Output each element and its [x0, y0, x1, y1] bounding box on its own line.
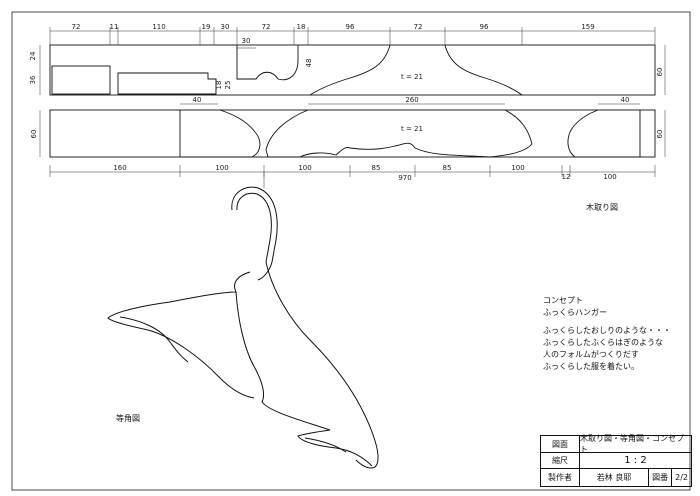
top-dim-labels: 72 11 110 19 30 72 18 96 72 96 159 30 18…	[29, 23, 664, 89]
sheet-border	[11, 11, 691, 491]
concept-section: コンセプト ふっくらハンガー ふっくらしたおしりのような・・・ ふっくらしたふく…	[543, 295, 671, 373]
dim-side-left: 60	[30, 130, 38, 139]
dim-side-bottom-4: 85	[372, 164, 381, 172]
side-middle-piece	[265, 109, 533, 158]
dim-left-1: 24	[29, 51, 37, 60]
dim-left-2: 36	[29, 75, 37, 84]
dim-top-6: 72	[262, 23, 271, 31]
top-block-3	[236, 45, 299, 81]
dim-side-bottom-8: 100	[603, 173, 616, 181]
dim-top-3: 110	[152, 23, 165, 31]
dim-top-2: 11	[110, 23, 119, 31]
side-view	[49, 109, 656, 158]
hanger-left-arm	[107, 271, 255, 399]
concept-heading: コンセプト	[543, 296, 583, 305]
hanger-hook-inner	[236, 192, 272, 263]
concept-line-2: ふっくらしたふくらはぎのような	[543, 338, 663, 347]
hanger-left-arm-inner	[119, 316, 189, 363]
sheet-label: 図番	[648, 469, 671, 486]
top-block-1	[51, 65, 111, 95]
dim-side-bottom-3: 100	[298, 164, 311, 172]
dim-side-bottom-6: 100	[511, 164, 524, 172]
drawing-label: 図面	[541, 436, 580, 452]
dim-side-bottom-2: 100	[215, 164, 228, 172]
concept-product-name: ふっくらハンガー	[543, 308, 607, 317]
top-dim-line	[39, 27, 666, 95]
hanger-hook	[231, 186, 278, 281]
hanger-body	[235, 291, 331, 431]
dim-mid-top: 48	[305, 59, 313, 68]
drawing-value: 木取り図・等角図・コンセプト	[580, 434, 684, 454]
top-curve-right	[444, 44, 523, 96]
dim-top-9: 72	[414, 23, 423, 31]
author-label: 製作者	[541, 469, 580, 486]
side-left-piece	[179, 109, 261, 158]
hanger-isometric	[107, 186, 379, 469]
dim-top-10: 96	[480, 23, 489, 31]
title-row-scale: 縮尺 1 : 2	[541, 452, 691, 469]
sheet-value: 2/2	[671, 469, 691, 486]
side-thickness: t = 21	[401, 125, 423, 133]
concept-line-3: 人のフォルムがつくりだす	[543, 350, 639, 359]
dim-right-top: 60	[656, 68, 664, 77]
dim-inner-2: 18	[215, 81, 223, 90]
hanger-body-right	[265, 261, 379, 469]
cut-diagram-label: 木取り図	[586, 203, 618, 212]
side-dim-lines	[39, 103, 666, 188]
title-row-drawing: 図面 木取り図・等角図・コンセプト	[541, 434, 691, 454]
top-thickness: t = 21	[401, 73, 423, 81]
dim-side-top-1: 40	[193, 96, 202, 104]
scale-label: 縮尺	[541, 452, 580, 468]
concept-line-4: ふっくらした服を着たい。	[543, 362, 639, 371]
scale-value: 1 : 2	[624, 454, 647, 466]
dim-side-bottom-1: 160	[113, 164, 126, 172]
hanger-right-foot-inner	[304, 437, 347, 453]
top-curve-left	[309, 44, 391, 96]
hanger-right-foot	[297, 429, 373, 467]
dim-top-11: 159	[581, 23, 594, 31]
author-value: 若林 良耶	[596, 473, 632, 482]
dim-top-4: 19	[202, 23, 211, 31]
dim-side-top-3: 40	[621, 96, 630, 104]
dim-side-bottom-7: 12	[562, 173, 571, 181]
top-view	[49, 44, 656, 96]
top-board-outline	[49, 44, 656, 96]
side-board-outline	[49, 109, 656, 158]
concept-line-1: ふっくらしたおしりのような・・・	[543, 326, 671, 335]
title-row-author: 製作者 若林 良耶 図番 2/2	[541, 469, 691, 486]
dim-inner-1: 30	[242, 37, 251, 45]
dim-top-8: 96	[346, 23, 355, 31]
side-right-piece	[567, 109, 641, 158]
dim-side-bottom-5: 85	[443, 164, 452, 172]
dim-top-7: 18	[297, 23, 306, 31]
iso-view-label: 等角図	[116, 414, 140, 423]
dim-top-5: 30	[221, 23, 230, 31]
dim-inner-3: 25	[224, 81, 232, 90]
dim-side-right: 60	[656, 130, 664, 139]
side-dim-labels: 40 260 40 160 100 100 85 85 100 12 100 9…	[30, 96, 664, 182]
dim-side-top-2: 260	[405, 96, 418, 104]
dim-side-total: 970	[398, 174, 411, 182]
title-block: 図面 木取り図・等角図・コンセプト 縮尺 1 : 2 製作者 若林 良耶 図番 …	[540, 434, 692, 487]
dim-top-1: 72	[72, 23, 81, 31]
top-block-2	[117, 72, 217, 95]
